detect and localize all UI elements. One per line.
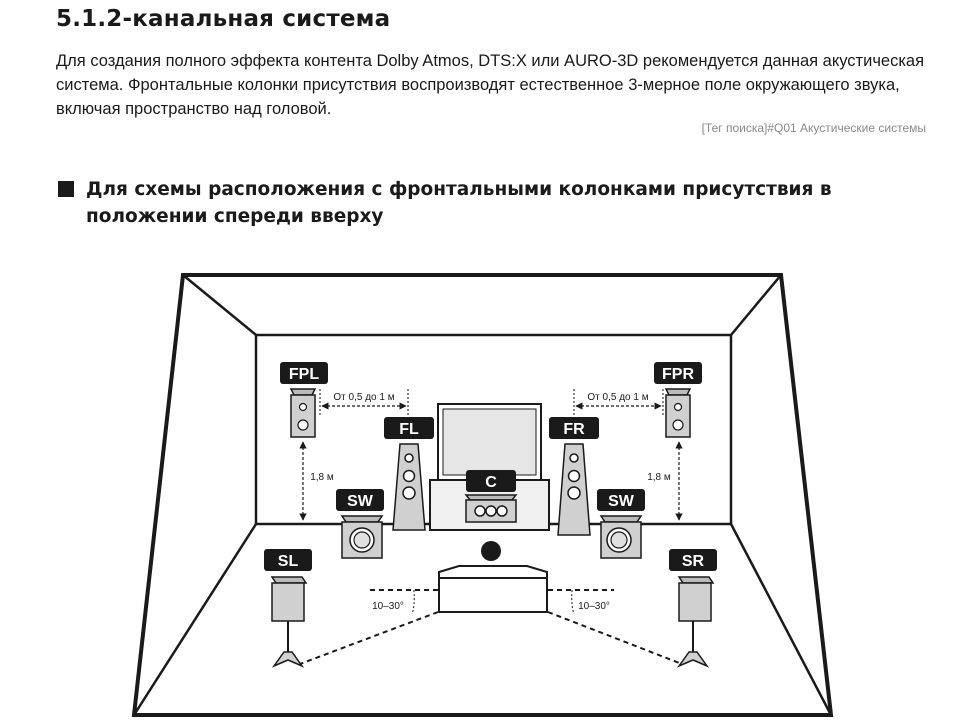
dimension-height-left: 1,8 м	[299, 441, 334, 521]
label-sw-right: SW	[608, 493, 635, 510]
front-distance-right-text: От 0,5 до 1 м	[587, 392, 648, 403]
surround-angle-left: 10–30°	[299, 589, 439, 665]
speaker-surround-right: SR	[669, 549, 717, 668]
section-subtitle: Для схемы расположения с фронтальными ко…	[86, 179, 832, 227]
front-distance-left-text: От 0,5 до 1 м	[333, 392, 394, 403]
subwoofer-left: SW	[336, 489, 384, 559]
section-bullet-icon	[58, 181, 74, 197]
height-right-text: 1,8 м	[647, 472, 671, 483]
height-left-text: 1,8 м	[310, 472, 334, 483]
label-c: C	[485, 474, 497, 491]
label-fpl: FPL	[289, 366, 319, 383]
speaker-surround-left: SL	[264, 549, 312, 668]
intro-paragraph: Для создания полного эффекта контента Do…	[56, 52, 925, 118]
page-title: 5.1.2-канальная система	[56, 6, 391, 32]
label-sl: SL	[278, 553, 299, 570]
dimension-height-right: 1,8 м	[647, 441, 683, 521]
angle-left-text: 10–30°	[372, 601, 404, 612]
dimension-front-distance-left: От 0,5 до 1 м	[319, 389, 409, 415]
speaker-front-left: FL	[384, 417, 434, 531]
dimension-front-distance-right: От 0,5 до 1 м	[573, 389, 664, 415]
speaker-front-presence-right: FPR	[654, 362, 702, 438]
label-fpr: FPR	[662, 366, 694, 383]
speaker-front-presence-left: FPL	[280, 362, 328, 438]
room-back-wall	[132, 274, 833, 716]
speaker-front-right: FR	[549, 417, 599, 536]
speaker-center: C	[464, 470, 518, 523]
search-tag-link[interactable]: [Тег поиска]#Q01 Акустические системы	[701, 121, 926, 135]
label-sr: SR	[682, 553, 705, 570]
label-bg	[466, 470, 516, 492]
label-sw-left: SW	[347, 493, 374, 510]
label-fr: FR	[563, 421, 585, 438]
label-fl: FL	[399, 421, 419, 438]
angle-right-text: 10–30°	[578, 601, 610, 612]
listening-sofa	[438, 565, 548, 613]
surround-angle-right: 10–30°	[547, 589, 683, 665]
subwoofer-right: SW	[597, 489, 645, 559]
